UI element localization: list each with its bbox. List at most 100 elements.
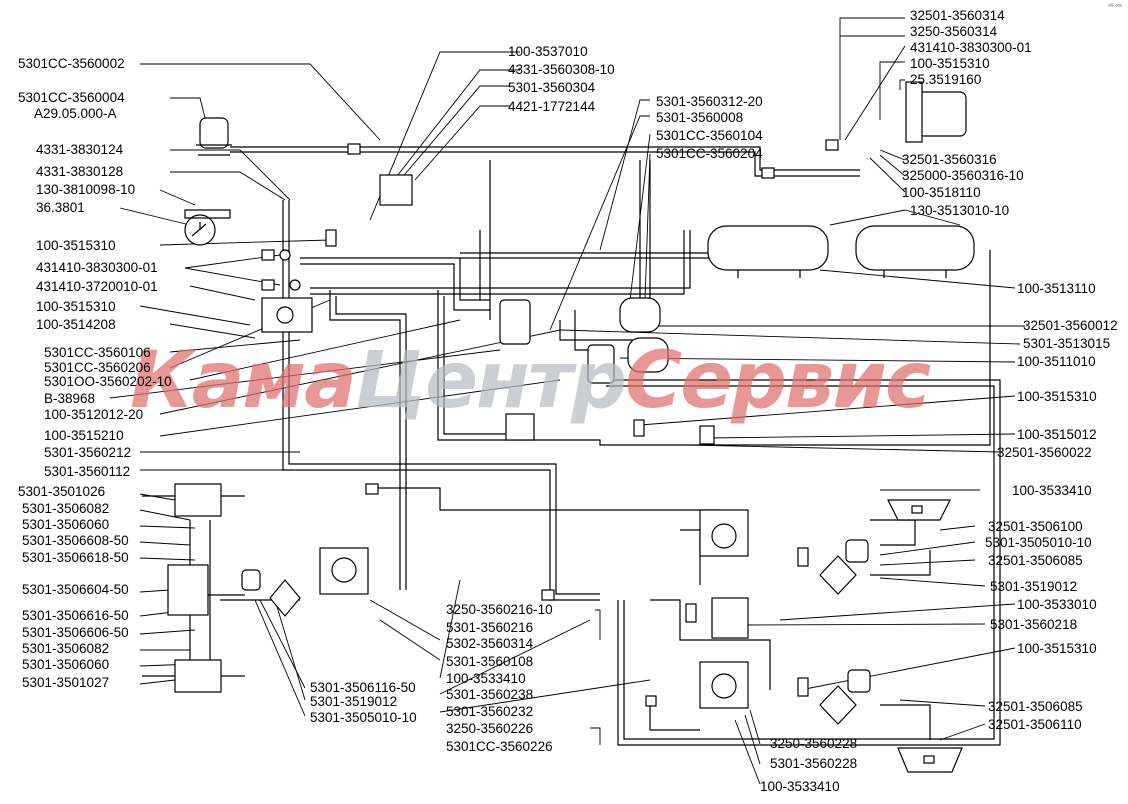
part-label: 5301OO-3560202-10 <box>44 374 172 389</box>
part-label: 5301-3501027 <box>22 675 110 690</box>
part-label: 5301-3560304 <box>508 80 596 95</box>
part-label: 100-3515310 <box>1017 389 1097 404</box>
compressor <box>196 117 232 156</box>
part-label: 5301-3560108 <box>446 654 534 669</box>
watermark: КамаЦентрСервис <box>130 336 931 426</box>
part-label: 5301-3560216 <box>446 620 534 635</box>
spring-brake-chamber <box>905 81 967 143</box>
part-label: 5301CC-3560106 <box>44 345 151 360</box>
part-label: 32501-3506100 <box>988 519 1083 534</box>
part-label: 32501-3506110 <box>988 717 1082 732</box>
part-label: 5301-3506060 <box>22 517 110 532</box>
part-label: 431410-3720010-01 <box>36 279 158 294</box>
part-label: 100-3511010 <box>1017 354 1096 369</box>
part-label: 25.3519160 <box>910 72 982 87</box>
part-label: 4331-3830124 <box>36 142 124 157</box>
part-label: 431410-3830300-01 <box>910 40 1032 55</box>
part-label: 32501-3560022 <box>997 445 1092 460</box>
part-label: 4331-3560308-10 <box>508 62 615 77</box>
part-label: 5301-3506606-50 <box>22 625 129 640</box>
part-label: 36.3801 <box>36 200 85 215</box>
part-label: 100-3515310 <box>910 56 990 71</box>
part-label: 5301-3506082 <box>22 641 110 656</box>
part-label: 5301CC-3560226 <box>446 739 553 754</box>
part-label: 3250-3560226 <box>446 721 534 736</box>
part-label: 5301-3506616-50 <box>22 608 129 623</box>
part-label: 32501-3506085 <box>988 553 1083 568</box>
brake-chamber-left <box>241 569 301 617</box>
part-label: 325000-3560316-10 <box>902 168 1024 183</box>
part-label: 5301-3560238 <box>446 687 534 702</box>
pressure-gauge <box>184 209 231 246</box>
part-label: 5301-3560312-20 <box>656 94 763 109</box>
part-label: 32501-3560314 <box>910 8 1005 23</box>
part-label: 3250-3560228 <box>770 736 858 751</box>
protection-valve-block <box>261 297 313 333</box>
part-label: 5301-3505010-10 <box>985 535 1092 550</box>
air-tank-1 <box>707 225 829 278</box>
part-label: 5301-3560112 <box>44 464 131 479</box>
part-label: 5301-3560212 <box>44 445 132 460</box>
part-label: 5301-3519012 <box>990 579 1078 594</box>
part-label: 5301-3506116-50 <box>310 680 416 695</box>
modulator-right-lower <box>699 661 749 709</box>
part-label: 100-3513110 <box>1017 281 1096 296</box>
moisture-separator <box>587 344 615 384</box>
valve-housing-left <box>167 564 209 616</box>
leader-lines <box>109 17 1025 785</box>
part-label: 431410-3830300-01 <box>36 260 158 275</box>
relay-valve-center <box>505 413 535 441</box>
corner-mark: ᵉᴳ ᵒᵒᵒ <box>1108 4 1122 10</box>
part-label: 4421-1772144 <box>508 99 596 114</box>
part-label: 3250-3560216-10 <box>446 602 553 617</box>
part-label: 5301-3560232 <box>446 704 534 719</box>
part-label: 100-3537010 <box>508 44 588 59</box>
part-label: 5301-3506082 <box>22 501 110 516</box>
part-label: 5301-3505010-10 <box>310 710 417 725</box>
brake-chamber-right-lower <box>819 669 871 725</box>
part-label: 100-3533410 <box>760 779 840 794</box>
part-label: 5301CC-3560104 <box>656 128 763 143</box>
part-label: 130-3513010-10 <box>910 203 1010 218</box>
part-label: 32501-3560012 <box>1023 318 1118 333</box>
part-label: 5302-3560314 <box>446 636 534 651</box>
part-label: A29.05.000-A <box>34 106 117 121</box>
part-label: 5301-3506604-50 <box>22 582 129 597</box>
fittings <box>261 139 839 707</box>
part-label: 100-3514208 <box>36 317 116 332</box>
small-tank-upper <box>619 297 661 333</box>
part-label: 32501-3560316 <box>902 152 997 167</box>
part-label: 100-3518110 <box>902 185 981 200</box>
part-label: 130-3810098-10 <box>36 182 136 197</box>
part-label: 100-3515310 <box>36 299 116 314</box>
part-label: 100-3515310 <box>1017 641 1097 656</box>
part-label: 100-3512012-20 <box>44 407 144 422</box>
part-label: 5301-3560218 <box>990 617 1078 632</box>
part-label: 5301CC-3560206 <box>44 360 151 375</box>
part-label: 100-3533410 <box>446 671 526 686</box>
brake-chamber-right-upper <box>819 539 869 595</box>
part-label: 3250-3560314 <box>910 24 998 39</box>
sensor-plate-lower <box>897 747 963 773</box>
part-label: B-38968 <box>44 391 96 406</box>
part-label: 100-3515310 <box>36 238 116 253</box>
part-label: 100-3533410 <box>1012 483 1092 498</box>
part-label: 5301-3513015 <box>1023 336 1111 351</box>
small-tank-lower <box>627 337 669 373</box>
part-label: 100-3533010 <box>1017 597 1097 612</box>
part-label: 5301-3501026 <box>18 484 106 499</box>
part-label: 5301CC-3560204 <box>656 146 763 161</box>
brake-valve <box>499 299 531 345</box>
modulator-right-upper <box>699 509 749 557</box>
modulator-left <box>319 547 369 595</box>
part-label: 100-3515012 <box>1017 427 1097 442</box>
part-label: 100-3515210 <box>44 428 124 443</box>
part-label: 5301CC-3560002 <box>18 56 125 71</box>
modulator-right-middle <box>711 597 749 639</box>
axle-unit-upper <box>142 483 245 517</box>
part-label: 5301-3560008 <box>656 110 744 125</box>
pneumatic-lines <box>175 146 1001 746</box>
part-label: 5301CC-3560004 <box>18 90 125 105</box>
